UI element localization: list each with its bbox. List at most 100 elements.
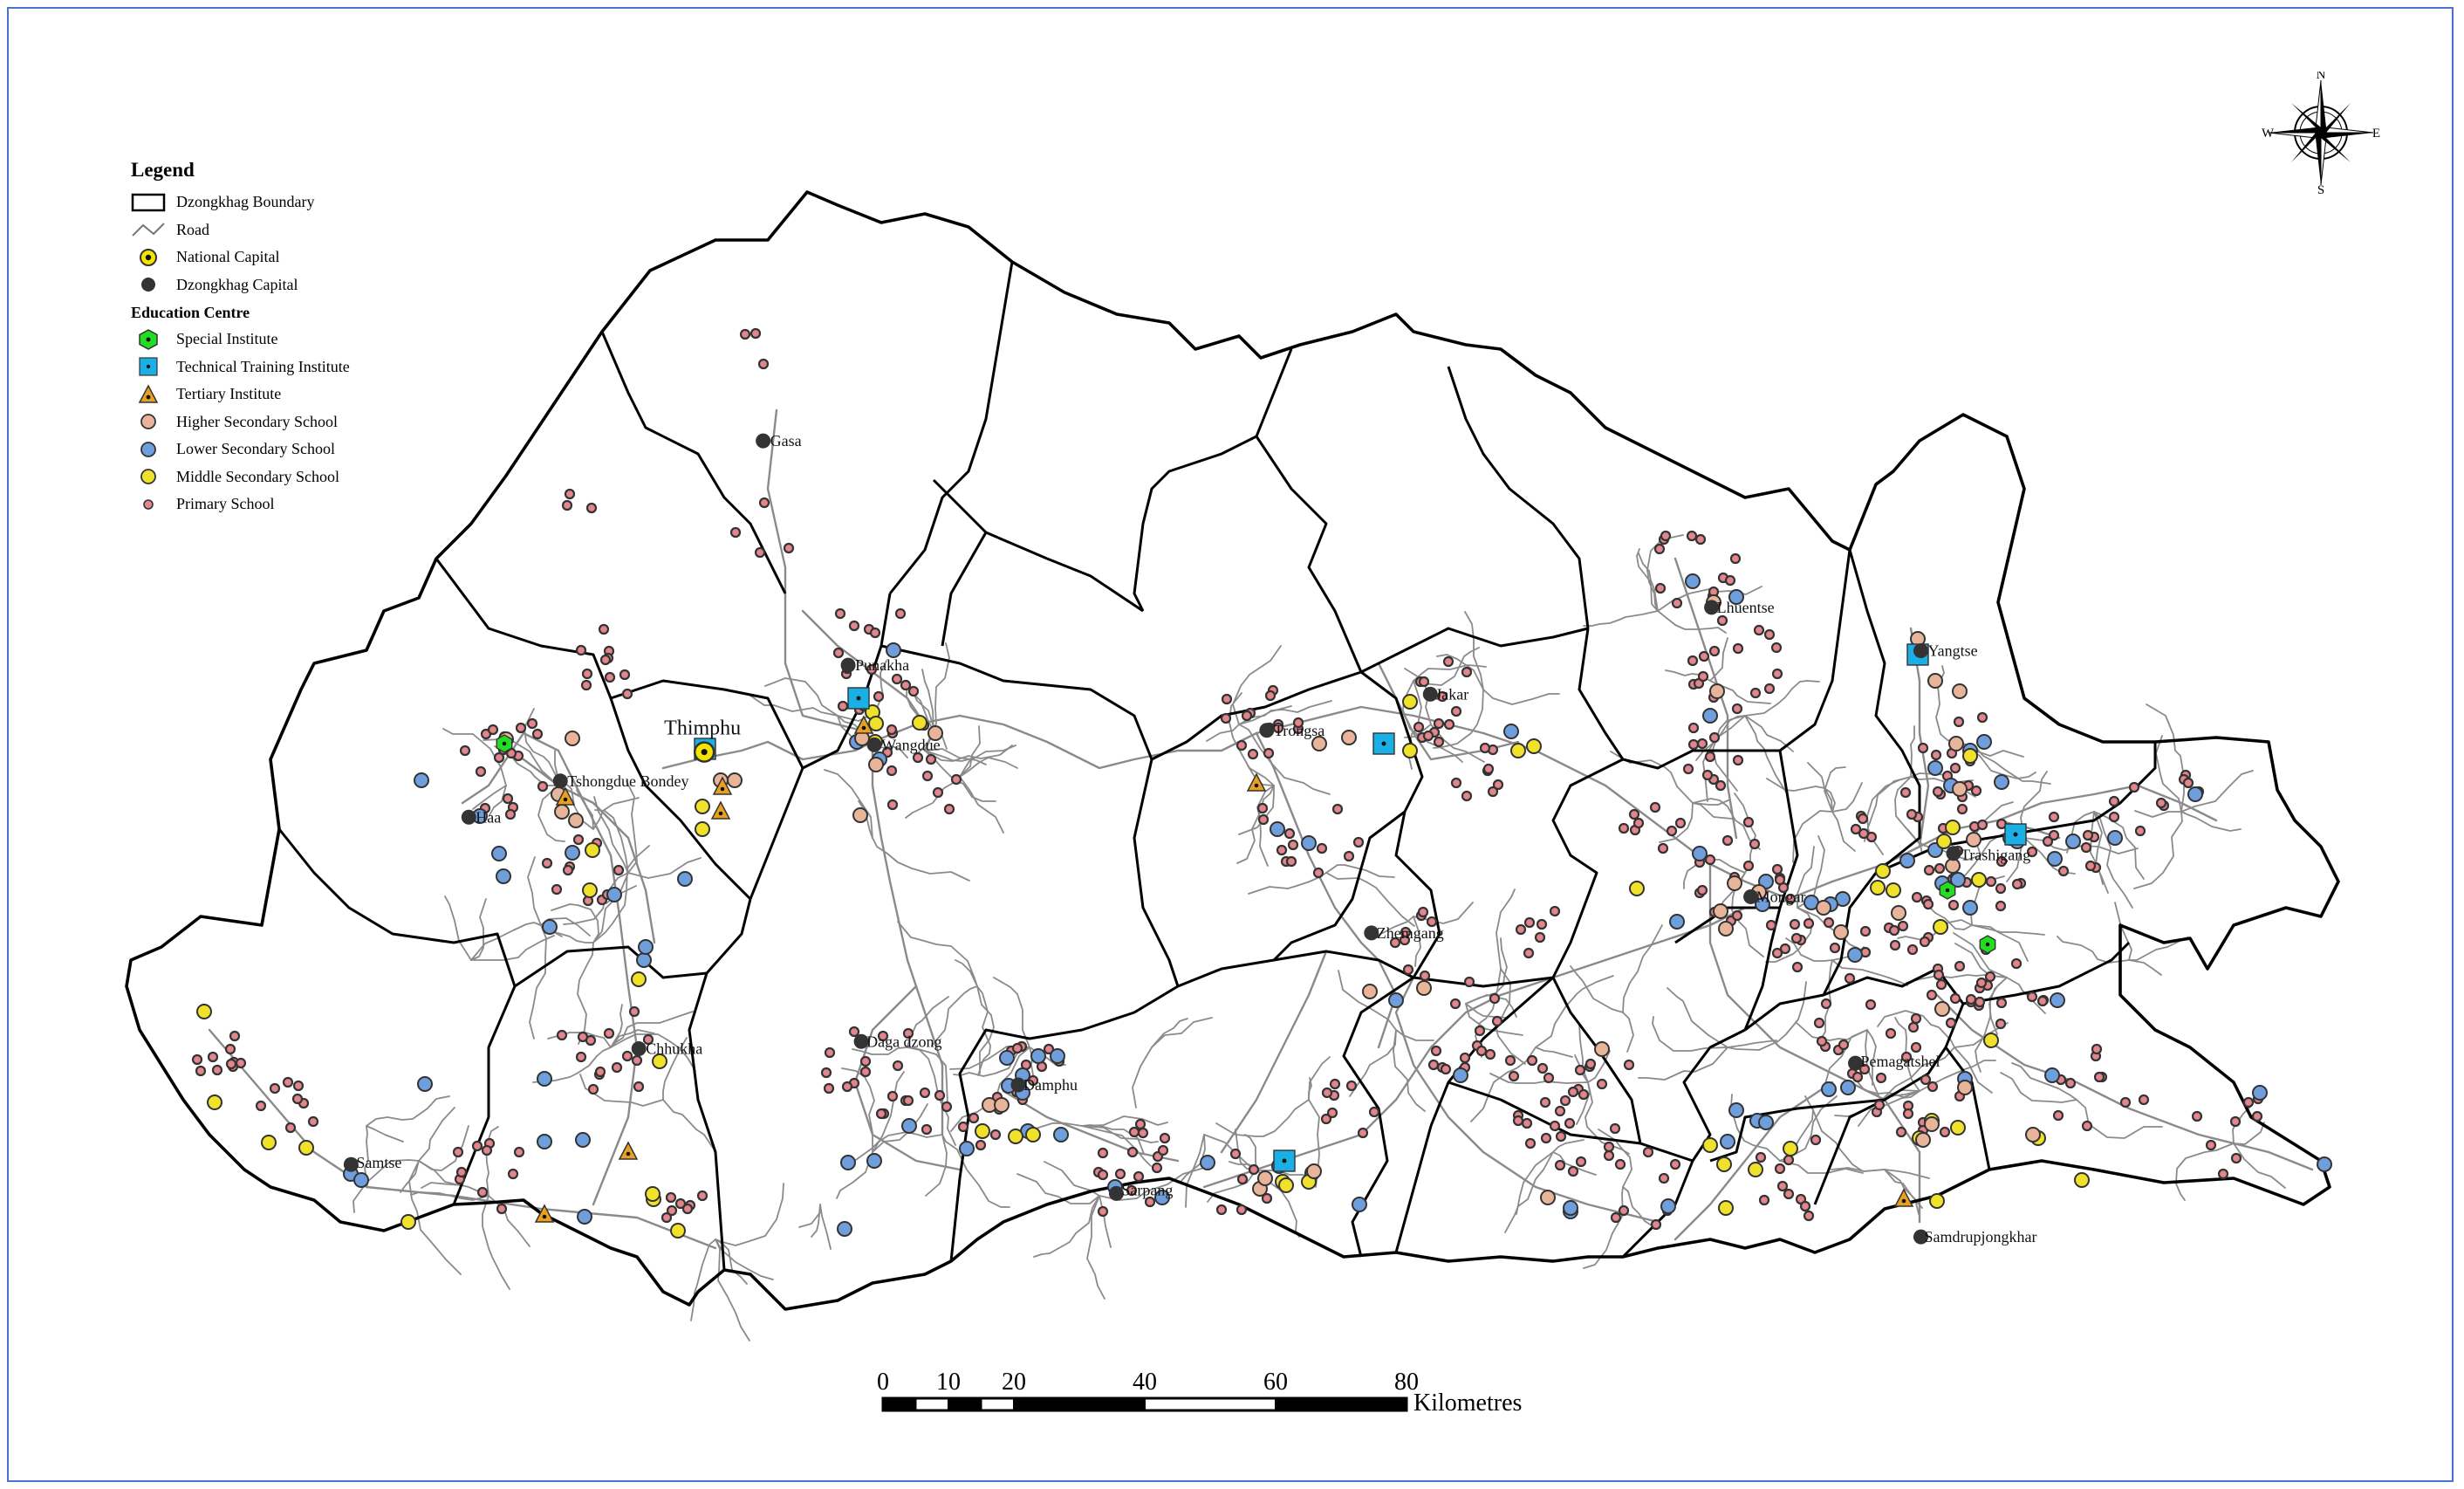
school-marker <box>892 1060 904 1072</box>
road <box>1202 976 1555 1189</box>
school-marker <box>2107 830 2123 846</box>
school-marker <box>1858 827 1870 840</box>
school-marker <box>1995 997 2008 1009</box>
school-marker <box>487 724 499 736</box>
school-marker <box>1341 730 1357 745</box>
school-marker <box>1312 867 1324 879</box>
school-marker <box>1229 1148 1242 1160</box>
school-marker <box>577 1209 592 1225</box>
school-marker <box>1975 977 1988 989</box>
scale-tick-label: 40 <box>1133 1369 1157 1396</box>
school-marker <box>565 731 580 746</box>
road <box>662 1099 714 1149</box>
school-marker <box>1687 722 1700 734</box>
place-label: Samtse <box>356 1154 401 1171</box>
school-marker <box>1157 1144 1169 1156</box>
place-label: Mongar <box>1756 888 1806 905</box>
school-marker <box>1126 1184 1138 1197</box>
road <box>352 1159 420 1213</box>
school-marker <box>1461 666 1473 678</box>
school-marker <box>1114 1168 1126 1180</box>
school-marker <box>282 1076 294 1088</box>
school-marker <box>1603 1149 1615 1162</box>
road-network <box>208 408 2314 1341</box>
marker-dot <box>1901 1198 1906 1204</box>
school-marker <box>1891 905 1906 921</box>
school-marker <box>1950 872 1966 888</box>
school-marker <box>1352 836 1365 848</box>
school-marker <box>739 328 751 340</box>
road <box>1086 1195 1105 1300</box>
road <box>1255 705 1537 752</box>
road <box>1853 1077 1920 1098</box>
road <box>418 1125 469 1171</box>
road <box>489 785 507 816</box>
school-marker <box>1555 1130 1567 1142</box>
school-marker <box>1995 900 2007 912</box>
dzongkhag-boundary <box>1360 627 1589 674</box>
school-marker <box>1584 1058 1597 1070</box>
school-marker <box>2057 865 2070 877</box>
school-marker <box>1970 785 1982 797</box>
school-marker <box>921 770 934 782</box>
school-marker <box>1200 1155 1215 1170</box>
school-marker <box>1919 936 1931 948</box>
school-marker <box>1436 690 1448 703</box>
road <box>2146 703 2185 813</box>
road <box>1413 916 1421 967</box>
dzongkhag-capital-marker <box>552 773 568 789</box>
tertiary-institute-marker <box>534 1204 555 1223</box>
school-marker <box>1540 1190 1556 1205</box>
school-marker <box>1419 970 1431 982</box>
school-marker <box>1776 1180 1789 1192</box>
school-marker <box>284 1122 297 1134</box>
school-marker <box>1567 1165 1579 1177</box>
school-marker <box>1995 882 2007 895</box>
school-marker <box>927 725 943 741</box>
legend-item-label: National Capital <box>176 248 280 266</box>
dzongkhag-capital-marker <box>1946 846 1961 861</box>
road <box>2011 1062 2077 1101</box>
road <box>1865 1029 1883 1104</box>
school-marker <box>1632 817 1645 829</box>
school-marker <box>840 1155 856 1170</box>
school-marker <box>1704 854 1716 866</box>
road <box>1470 1046 1537 1122</box>
school-marker <box>585 502 598 514</box>
school-marker <box>907 685 920 697</box>
road <box>1673 1081 1834 1241</box>
school-marker <box>837 700 849 712</box>
road <box>959 776 1004 834</box>
school-marker <box>1713 903 1728 919</box>
school-marker <box>1715 779 1727 792</box>
school-marker <box>414 772 429 788</box>
school-marker <box>2084 860 2097 872</box>
school-marker <box>2093 1071 2105 1083</box>
school-marker <box>1658 1172 1670 1184</box>
school-marker <box>1526 738 1542 754</box>
school-marker <box>1133 1170 1145 1183</box>
road <box>2133 811 2183 889</box>
school-marker <box>1134 1118 1146 1130</box>
school-marker <box>1261 1192 1273 1204</box>
road <box>1570 965 1624 1013</box>
school-marker <box>1400 926 1412 938</box>
school-marker <box>1523 947 1535 959</box>
road <box>976 985 995 1074</box>
school-marker <box>660 1211 673 1224</box>
circle-icon <box>131 438 166 461</box>
school-marker <box>1803 1210 1815 1222</box>
place-labels: ThimphuGasaPunakhaWangdueTrongsaJakarLhu… <box>356 432 2036 1245</box>
school-marker <box>1696 738 1708 750</box>
school-marker <box>886 1090 899 1102</box>
school-marker <box>2252 1085 2268 1101</box>
dzongkhag-capital-marker <box>1743 889 1759 904</box>
road <box>2000 1072 2077 1103</box>
road <box>1151 1018 1188 1048</box>
legend-item-label: Dzongkhag Capital <box>176 275 298 293</box>
road <box>537 785 565 842</box>
road <box>662 1037 688 1101</box>
school-marker <box>1671 597 1683 609</box>
school-marker <box>1701 769 1714 781</box>
road <box>872 1071 905 1153</box>
